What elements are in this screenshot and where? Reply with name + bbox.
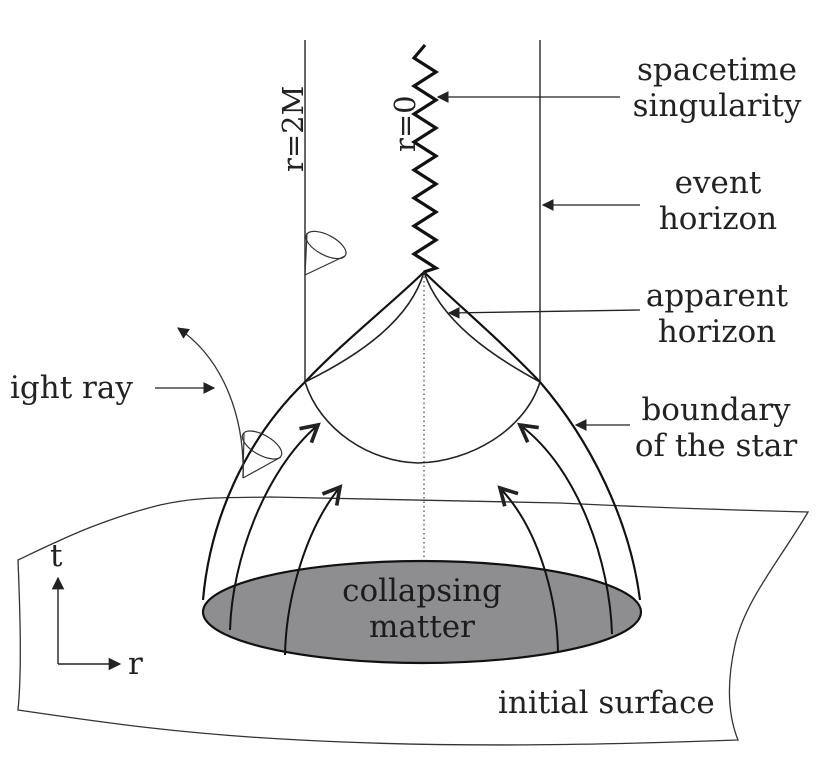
light-cone-upper [304,230,347,276]
collapsing-matter-label: collapsing matter [320,573,524,645]
singularity-label: spacetime singularity [624,52,810,124]
event-horizon-label: event horizon [648,165,788,237]
axis-r-label: r [128,646,143,682]
r-2m-label: r=2M [276,85,310,172]
apparent-horizon-label: apparent horizon [636,278,798,350]
worldline-1 [229,425,318,631]
worldline-4 [520,425,613,635]
boundary-label-line2: of the star [634,428,798,464]
star-boundary [201,270,642,601]
worldline-3 [500,488,559,653]
light-ray-label: ight ray [10,370,133,406]
collapsing-matter-disk [201,559,643,665]
collapsing-matter-label-line2: matter [369,609,475,645]
apparent-horizon-label-line2: horizon [657,314,777,350]
apparent-horizon-label-line1: apparent [645,278,789,314]
light-ray-curve [177,327,244,479]
event-horizon-label-line2: horizon [658,201,778,237]
singularity-label-line2: singularity [632,88,802,124]
r-0-label: r=0 [388,95,422,152]
apparent-horizon-right [423,271,541,383]
boundary-label: boundary of the star [626,392,806,464]
apparent-horizon-left [304,271,425,383]
boundary-label-line1: boundary [641,392,791,428]
singularity-zigzag [411,43,440,274]
trapped-surface-cup [304,381,541,464]
worldline-2 [284,487,340,656]
axis-t-label: t [50,538,63,574]
arrow-apparent-horizon [447,306,641,319]
initial-surface-label: initial surface [498,685,715,721]
event-horizon-label-line1: event [674,165,762,201]
collapsing-matter-label-line1: collapsing [342,573,502,609]
initial-surface-sheet [17,496,810,746]
singularity-label-line1: spacetime [636,52,798,88]
